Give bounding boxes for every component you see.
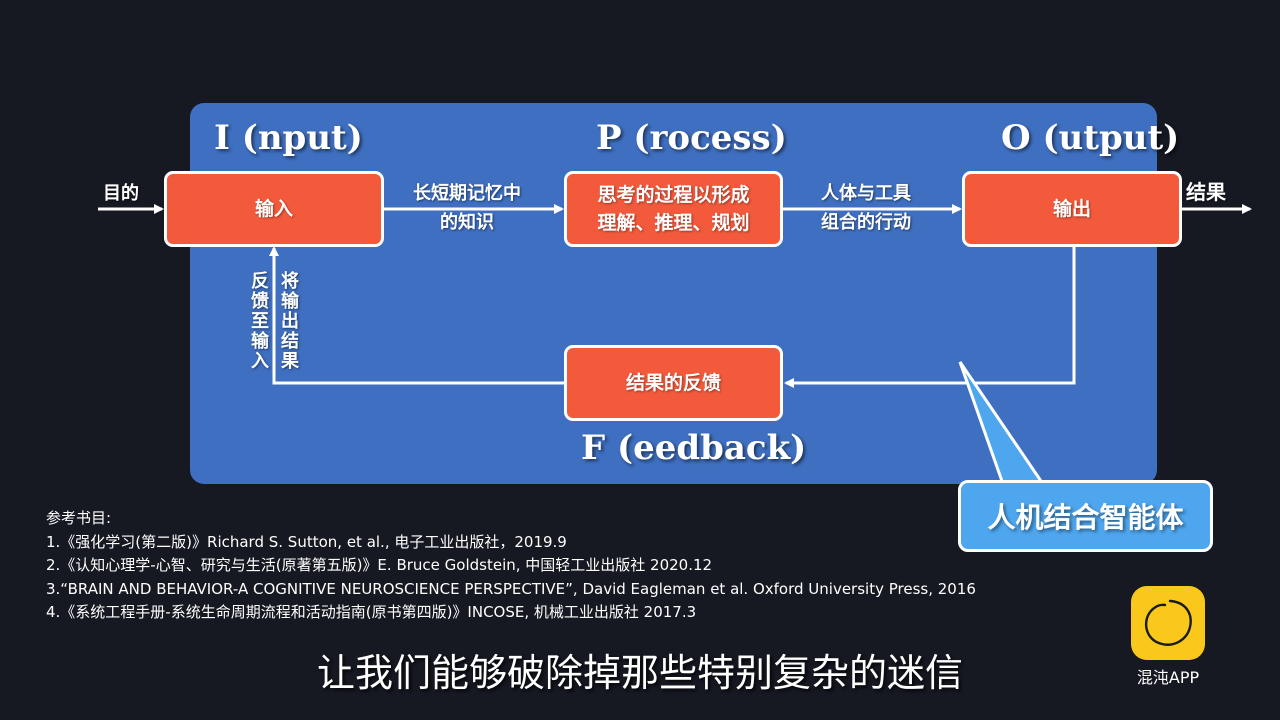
feedback-box-label: 结果的反馈 — [625, 371, 721, 394]
reference-item: 3.“BRAIN AND BEHAVIOR-A COGNITIVE NEUROS… — [46, 579, 976, 598]
process-to-output-line1: 人体与工具 — [821, 183, 911, 204]
input-to-process-line2: 的知识 — [440, 211, 494, 233]
stage-feedback-label: F (eedback) — [581, 428, 807, 468]
reference-item: 4.《系统工程手册-系统生命周期流程和活动指南(原书第四版)》INCOSE, 机… — [46, 603, 697, 621]
output-box-label: 输出 — [1052, 197, 1091, 220]
references: 参考书目: 1.《强化学习(第二版)》Richard S. Sutton, et… — [46, 507, 976, 625]
reference-item: 1.《强化学习(第二版)》Richard S. Sutton, et al., … — [46, 532, 567, 551]
subtitle: 让我们能够破除掉那些特别复杂的迷信 — [316, 651, 963, 695]
feedback-to-input-label: 反馈至输入 — [248, 271, 269, 371]
app-logo-swirl-icon — [1145, 599, 1192, 646]
input-to-process-label: 长短期记忆中 的知识 — [398, 180, 536, 238]
input-box-label: 输入 — [254, 197, 293, 220]
app-logo — [1131, 586, 1205, 660]
diagram-panel — [190, 103, 1157, 484]
app-name: 混沌APP — [1136, 668, 1200, 687]
process-box-line2: 理解、推理、规划 — [597, 212, 750, 234]
output-box: 输出 — [962, 171, 1182, 247]
reference-item: 2.《认知心理学-心智、研究与生活(原著第五版)》E. Bruce Goldst… — [46, 556, 713, 574]
feedback-box: 结果的反馈 — [564, 345, 783, 421]
process-box-line1: 思考的过程以形成 — [597, 183, 750, 206]
output-result-label: 将输出结果 — [278, 271, 299, 371]
process-to-output-label: 人体与工具 组合的行动 — [799, 180, 933, 238]
callout-box: 人机结合智能体 — [958, 480, 1213, 552]
stage-output-label: O (utput) — [1001, 118, 1180, 158]
stage-input-label: I (nput) — [214, 118, 363, 158]
process-box: 思考的过程以形成 理解、推理、规划 — [564, 171, 783, 247]
goal-label: 目的 — [103, 183, 139, 204]
stage-process-label: P (rocess) — [596, 118, 787, 158]
input-to-process-line1: 长短期记忆中 — [413, 183, 521, 204]
references-heading: 参考书目: — [46, 509, 112, 527]
result-label: 结果 — [1186, 180, 1226, 204]
process-to-output-line2: 组合的行动 — [821, 211, 911, 233]
input-box: 输入 — [164, 171, 384, 247]
